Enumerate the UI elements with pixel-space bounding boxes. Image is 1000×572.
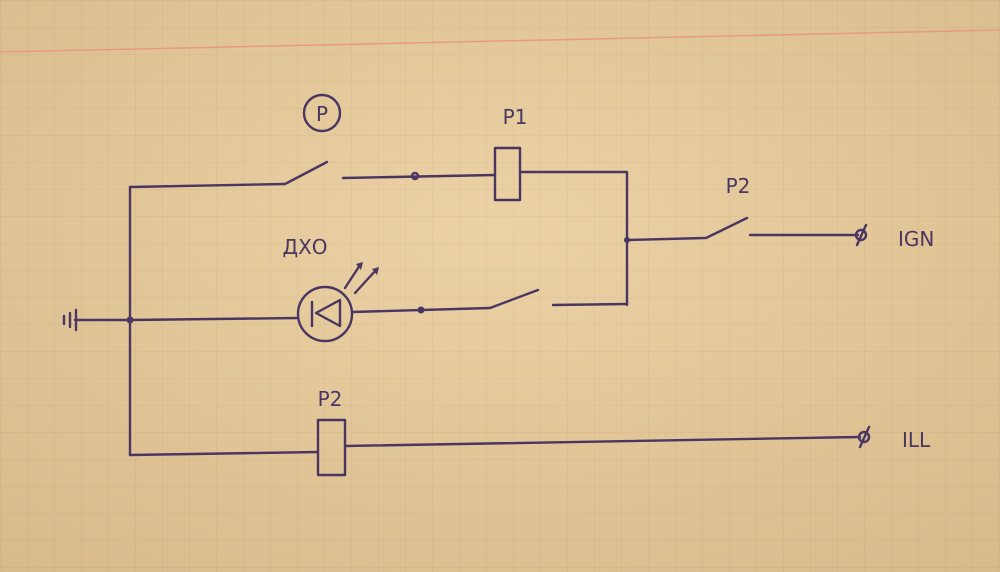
wire [343, 435, 862, 448]
margin-line [0, 29, 1000, 53]
ign-terminal-icon [854, 223, 868, 247]
start-button-label: P [316, 102, 328, 126]
wire [128, 316, 300, 322]
relay1-label: P1 [503, 105, 528, 129]
led-label: ДХО [282, 235, 327, 259]
ill-terminal-icon [857, 425, 871, 449]
relay2-coil [316, 418, 347, 477]
node [410, 171, 420, 181]
relay1-switch [488, 288, 540, 310]
wire [625, 236, 707, 242]
ground-icon [62, 308, 132, 332]
node [417, 306, 425, 314]
relay2-switch-label: P2 [726, 174, 751, 198]
led-icon [296, 262, 379, 343]
wire [518, 170, 629, 307]
ign-label: IGN [898, 227, 934, 251]
wire [551, 302, 629, 307]
ill-label: ILL [902, 428, 931, 452]
wire [128, 182, 287, 189]
relay2-switch [704, 216, 749, 240]
start-switch [283, 160, 329, 186]
relay2-coil-label: P2 [318, 387, 343, 411]
start-button-symbol [302, 93, 342, 133]
wire [128, 450, 320, 457]
relay1-coil [493, 146, 522, 202]
